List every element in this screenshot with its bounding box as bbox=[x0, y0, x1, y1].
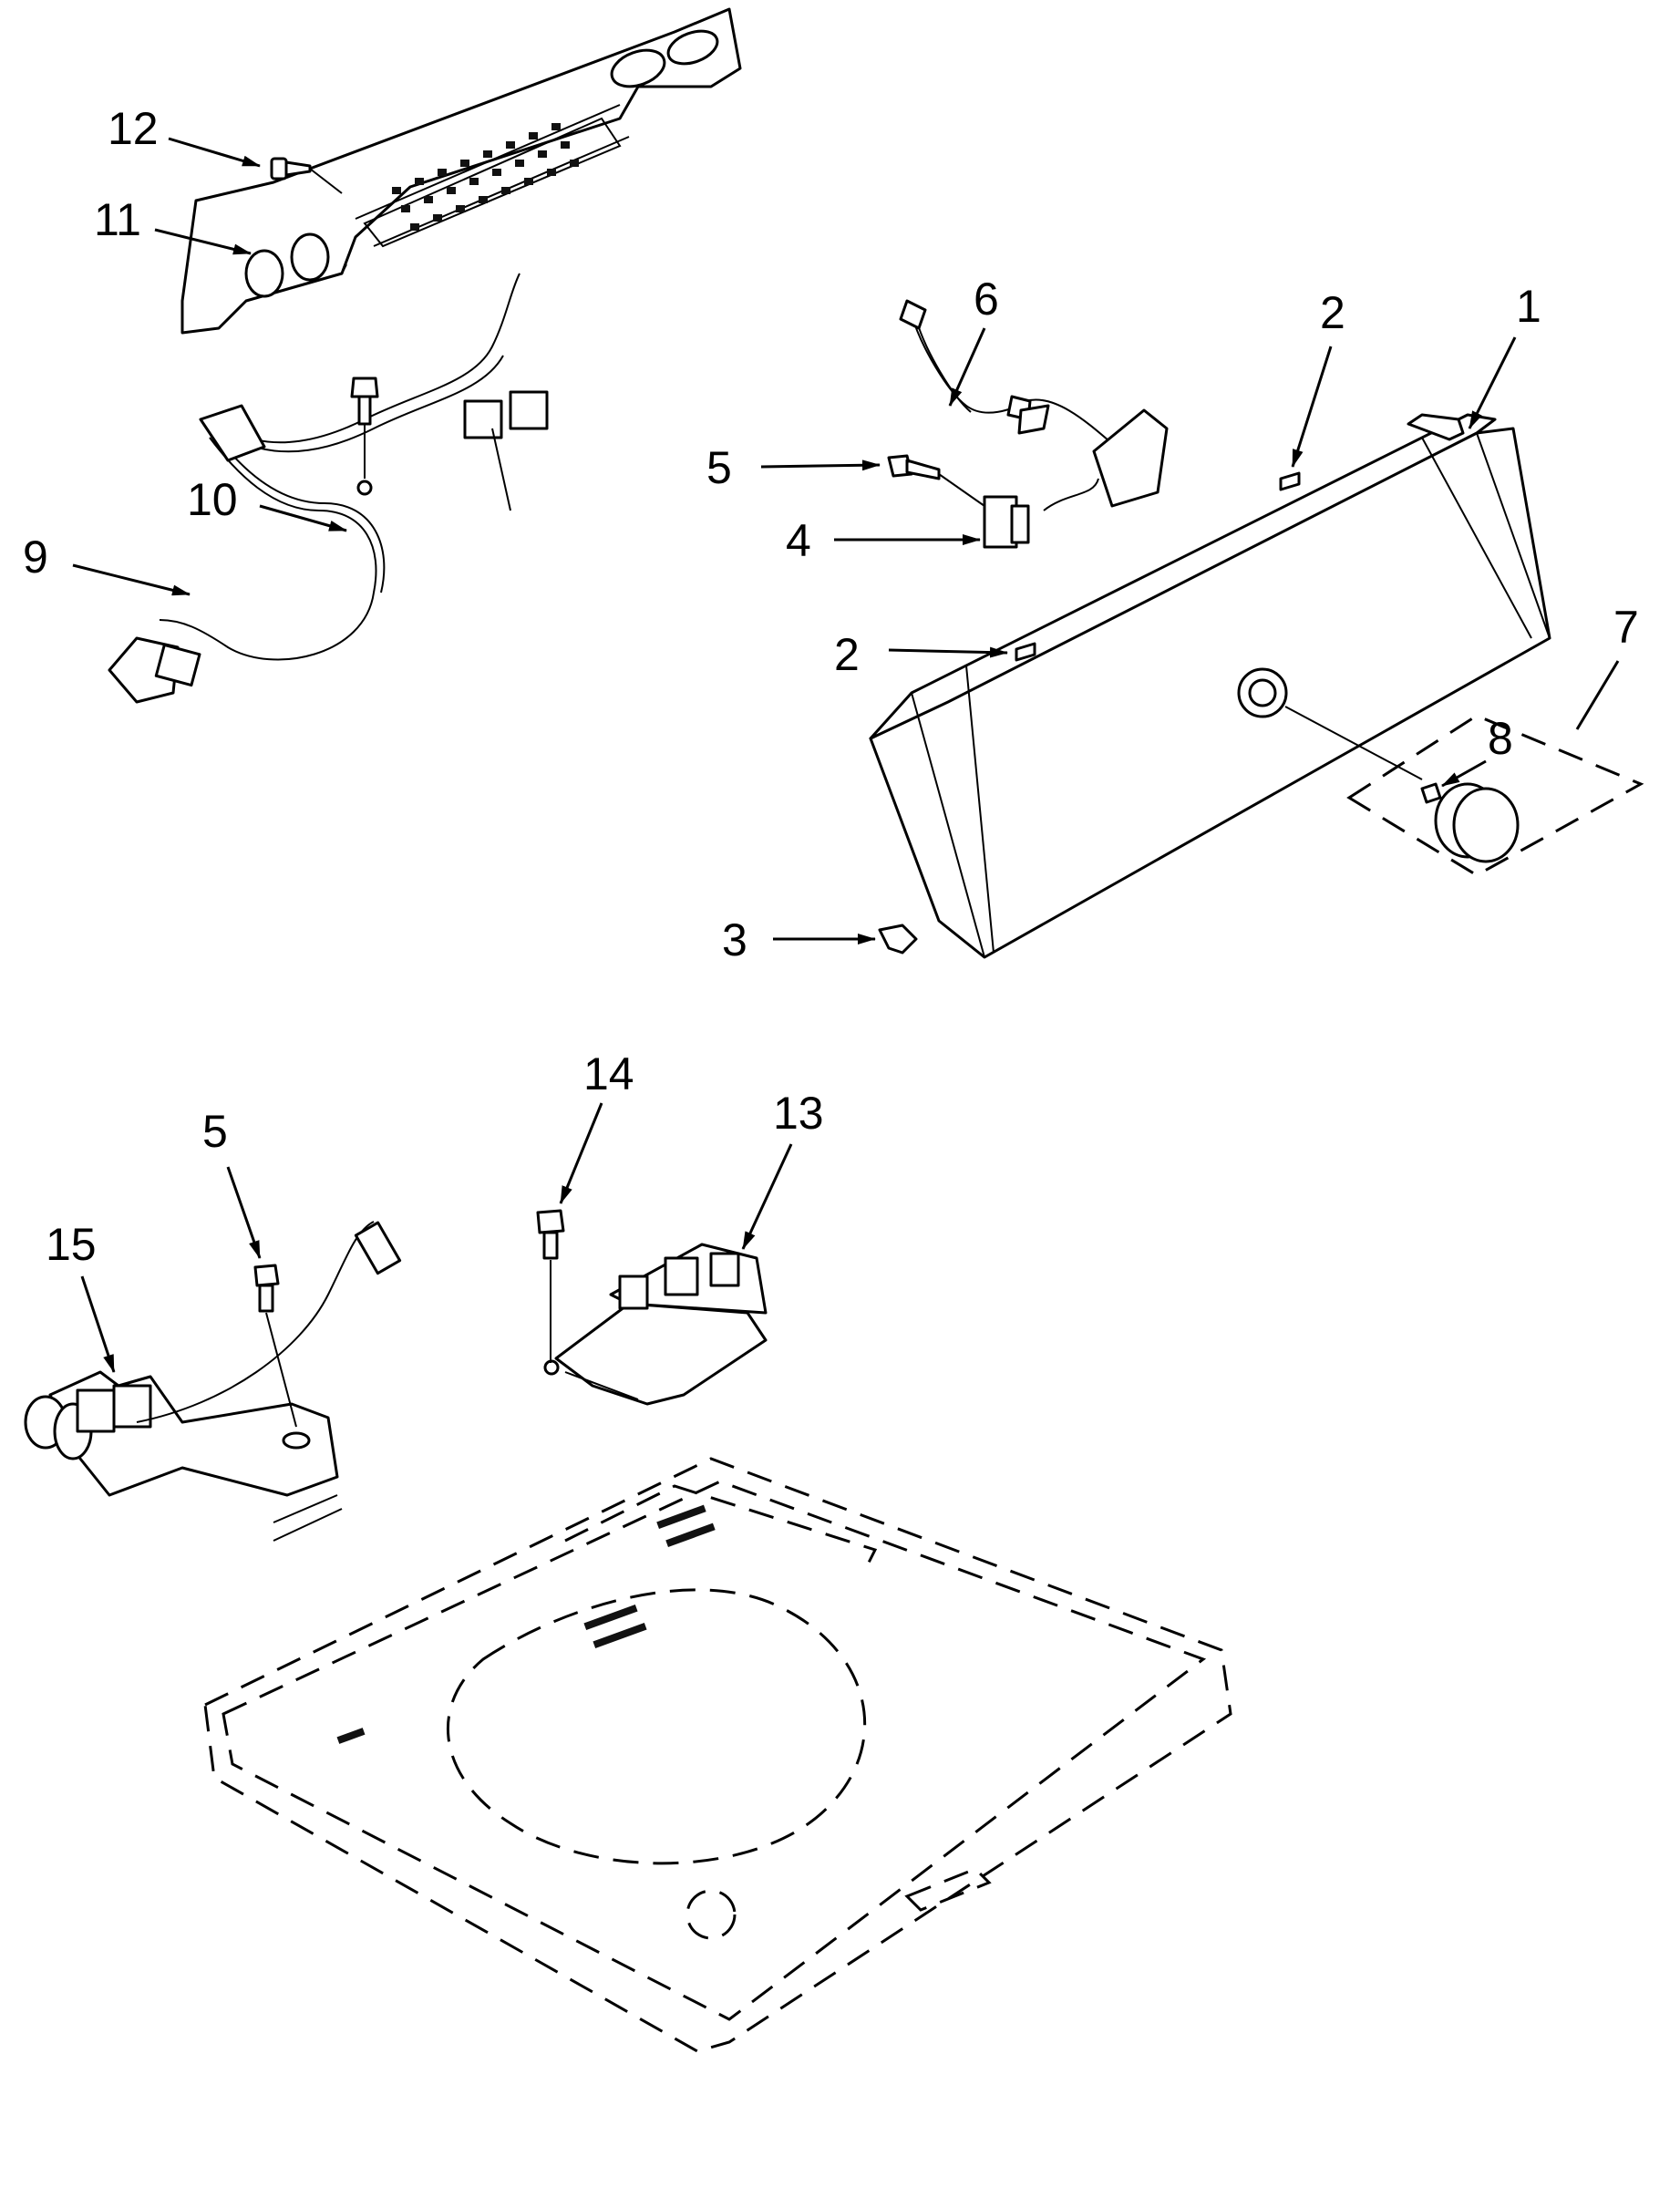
callout-13: 13 bbox=[773, 1088, 824, 1139]
callout-14: 14 bbox=[583, 1048, 634, 1099]
screw-14 bbox=[536, 1209, 565, 1363]
callout-4: 4 bbox=[786, 515, 811, 566]
callout-5b: 5 bbox=[202, 1106, 228, 1157]
callout-3: 3 bbox=[722, 914, 747, 965]
console-panel bbox=[869, 413, 1551, 959]
callout-12: 12 bbox=[108, 103, 159, 154]
clip-2a bbox=[1279, 471, 1301, 491]
callout-2b: 2 bbox=[834, 629, 860, 680]
clip-2b bbox=[1015, 642, 1036, 662]
power-cord-harness bbox=[108, 273, 549, 704]
callout-2a: 2 bbox=[1320, 287, 1345, 338]
console-rear-panel bbox=[180, 7, 742, 335]
screw-5b bbox=[253, 1264, 297, 1428]
callout-1: 1 bbox=[1516, 281, 1541, 332]
callout-11: 11 bbox=[94, 194, 141, 245]
screw-10 bbox=[350, 377, 379, 479]
callout-15: 15 bbox=[46, 1219, 97, 1270]
callouts: 12 11 6 1 2 5 10 4 9 2 7 8 3 14 13 5 bbox=[23, 103, 1639, 1373]
screw-12 bbox=[270, 157, 312, 181]
top-cover-dashed bbox=[203, 1457, 1232, 2053]
switch-harness bbox=[887, 299, 1169, 549]
knob-assembly bbox=[1284, 706, 1644, 877]
water-inlet-valve bbox=[24, 1221, 402, 1542]
control-board bbox=[543, 1243, 768, 1406]
callout-5a: 5 bbox=[706, 442, 732, 493]
callout-8: 8 bbox=[1488, 713, 1513, 764]
callout-9: 9 bbox=[23, 532, 48, 583]
callout-10: 10 bbox=[187, 474, 238, 525]
callout-6: 6 bbox=[974, 274, 999, 325]
callout-7: 7 bbox=[1613, 602, 1639, 653]
